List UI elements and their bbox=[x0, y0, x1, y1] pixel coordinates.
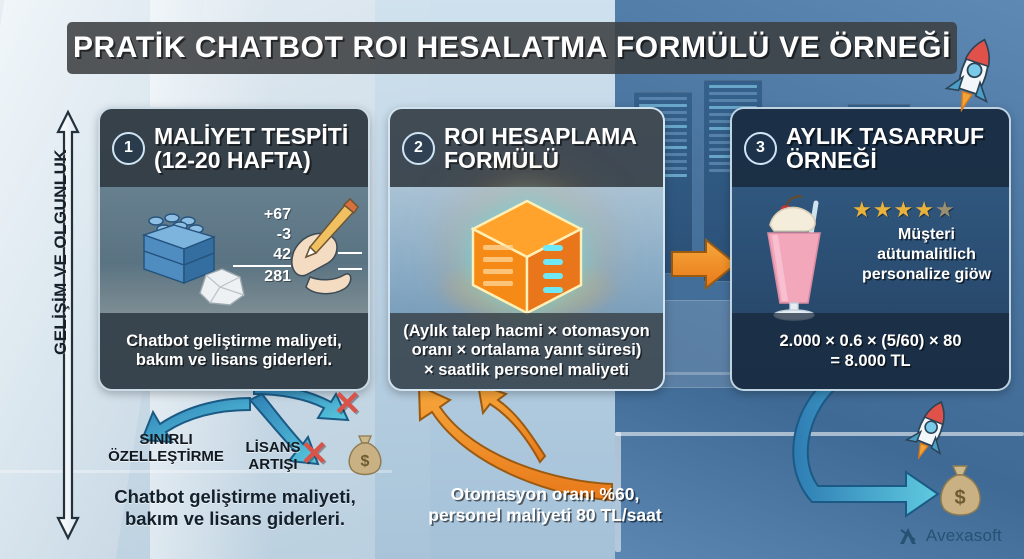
caption-bottom-left-line1: Chatbot geliştirme maliyeti, bbox=[114, 486, 356, 507]
avexasoft-logo-icon bbox=[899, 528, 916, 544]
panel-1-title-line2: (12-20 HAFTA) bbox=[154, 147, 311, 173]
floor-line bbox=[615, 432, 1024, 436]
handwritten-numbers: +67 -3 42 281 bbox=[233, 205, 291, 287]
panel-2-caption: (Aylık talep hacmi × otomasyon oranı × o… bbox=[390, 313, 663, 389]
crumpled-paper-icon bbox=[199, 268, 245, 306]
handwritten-number-1: +67 bbox=[263, 206, 291, 223]
handwritten-number-3: 42 bbox=[233, 245, 291, 268]
star-icon: ★ bbox=[852, 197, 872, 222]
label-limited-customization-line2: ÖZELLEŞTİRME bbox=[108, 447, 224, 465]
panel-3-title-line1: AYLIK TASARRUF bbox=[786, 122, 985, 149]
star-icon: ★ bbox=[914, 197, 934, 222]
panel-3-artwork: ★ ★ ★ ★ ★ Müşteri aütumalitlich personal… bbox=[732, 187, 1009, 321]
caption-bottom-middle-line1: Otomasyon oranı %60, bbox=[450, 484, 640, 504]
money-bag-icon: $ bbox=[940, 465, 981, 516]
panel-2-header: 2 ROI HESAPLAMA FORMÜLÜ bbox=[390, 109, 663, 187]
milkshake-icon bbox=[767, 195, 821, 321]
panel-1-header: 1 MALİYET TESPİTİ (12-20 HAFTA) bbox=[100, 109, 368, 187]
panel-2-caption-line1: (Aylık talep hacmi × otomasyon bbox=[403, 321, 650, 340]
panel-cost-identification[interactable]: 1 MALİYET TESPİTİ (12-20 HAFTA) bbox=[98, 107, 370, 391]
label-license-increase-line2: ARTIŞI bbox=[248, 455, 298, 473]
panel-3-header: 3 AYLIK TASARRUF ÖRNEĞİ bbox=[732, 109, 1009, 187]
panel-3-rating-line1: Müşteri bbox=[898, 226, 955, 243]
caption-bottom-middle-line2: personel maliyeti 80 TL/saat bbox=[428, 505, 662, 525]
svg-text:$: $ bbox=[954, 487, 965, 509]
caption-bottom-middle: Otomasyon oranı %60, personel maliyeti 8… bbox=[395, 484, 695, 526]
panel-2-artwork bbox=[390, 187, 663, 323]
panel-2-title: ROI HESAPLAMA FORMÜLÜ bbox=[444, 122, 637, 173]
panel-monthly-savings-example[interactable]: 3 AYLIK TASARRUF ÖRNEĞİ ★ ★ ★ ★ bbox=[730, 107, 1011, 391]
cross-mark-icon: ✕ bbox=[333, 385, 362, 423]
panel-3-rating-line3: personalize giöw bbox=[862, 265, 991, 283]
panel-2-title-line2: FORMÜLÜ bbox=[444, 147, 559, 173]
page-title-bar: PRATİK CHATBOT ROI HESALATMA FORMÜLÜ VE … bbox=[67, 22, 957, 74]
panel-1-caption-line2: bakım ve lisans giderleri. bbox=[135, 351, 333, 369]
floor-line bbox=[0, 470, 392, 473]
glowing-data-cube-icon bbox=[469, 199, 584, 315]
caption-bottom-left: Chatbot geliştirme maliyeti, bakım ve li… bbox=[85, 486, 385, 530]
star-icon: ★ bbox=[872, 197, 893, 222]
panel-3-calculation-text: 2.000 × 0.6 × (5/60) × 80 = 8.000 TL bbox=[779, 331, 961, 372]
panel-2-number: 2 bbox=[402, 131, 435, 165]
page-title: PRATİK CHATBOT ROI HESALATMA FORMÜLÜ VE … bbox=[72, 31, 952, 64]
panel-3-rating-text: Müşteri aütumalitlich personalize giöw bbox=[844, 225, 1009, 284]
star-icon: ★ bbox=[893, 197, 914, 222]
label-license-increase: LİSANS ARTIŞI bbox=[225, 439, 321, 474]
panel-3-calculation: 2.000 × 0.6 × (5/60) × 80 = 8.000 TL bbox=[732, 313, 1009, 389]
panel-1-caption: Chatbot geliştirme maliyeti, bakım ve li… bbox=[100, 313, 368, 389]
floor-line bbox=[615, 432, 621, 552]
panel-1-title: MALİYET TESPİTİ (12-20 HAFTA) bbox=[154, 122, 349, 173]
panel-1-title-line1: MALİYET TESPİTİ bbox=[154, 122, 349, 149]
panel-1-caption-line1: Chatbot geliştirme maliyeti, bbox=[126, 331, 342, 350]
star-half-icon: ★ bbox=[934, 197, 955, 222]
panel-1-number: 1 bbox=[112, 131, 145, 165]
watermark-brand: Avexasoft bbox=[925, 526, 1002, 545]
panel-3-rating-line2: aütumalitlich bbox=[877, 245, 976, 263]
panel-2-caption-line2: oranı × ortalama yanıt süresi) bbox=[411, 341, 642, 360]
pencil-hand-icon bbox=[291, 197, 362, 295]
svg-text:$: $ bbox=[361, 453, 370, 470]
caption-bottom-left-line2: bakım ve lisans giderleri. bbox=[124, 508, 346, 530]
label-license-increase-line1: LİSANS bbox=[245, 439, 301, 456]
panel-roi-formula[interactable]: 2 ROI HESAPLAMA FORMÜLÜ bbox=[388, 107, 665, 391]
panel-1-artwork: +67 -3 42 281 bbox=[100, 187, 368, 313]
handwritten-number-2: -3 bbox=[276, 225, 291, 243]
calc-result: = 8.000 TL bbox=[830, 352, 911, 370]
panel-1-caption-text: Chatbot geliştirme maliyeti, bakım ve li… bbox=[126, 332, 341, 371]
cross-mark-icon: ✕ bbox=[300, 435, 329, 473]
panel-3-title-line2: ÖRNEĞİ bbox=[786, 147, 877, 173]
panel-2-caption-line3: × saatlik personel maliyeti bbox=[424, 360, 629, 379]
panel-2-caption-text: (Aylık talep hacmi × otomasyon oranı × o… bbox=[403, 322, 650, 380]
panel-3-title: AYLIK TASARRUF ÖRNEĞİ bbox=[786, 122, 985, 173]
watermark: Avexasoft bbox=[897, 525, 1002, 547]
rocket-icon bbox=[904, 401, 945, 461]
calc-expression: 2.000 × 0.6 × (5/60) × 80 bbox=[779, 331, 962, 350]
panel-3-number: 3 bbox=[744, 131, 777, 165]
label-limited-customization-line1: SINIRLI bbox=[139, 431, 193, 448]
rating-stars: ★ ★ ★ ★ ★ bbox=[852, 197, 1000, 223]
growth-axis: GELİŞİM VE OLGUNLUK bbox=[34, 92, 94, 540]
handwritten-number-4: 281 bbox=[264, 268, 291, 286]
panel-2-title-line1: ROI HESAPLAMA bbox=[444, 122, 637, 149]
label-limited-customization: SINIRLI ÖZELLEŞTİRME bbox=[104, 431, 228, 466]
money-bag-icon: $ bbox=[348, 435, 382, 476]
lego-blocks-icon bbox=[141, 213, 217, 285]
rocket-icon bbox=[944, 38, 990, 113]
growth-axis-label: GELİŞİM VE OLGUNLUK bbox=[51, 149, 70, 355]
